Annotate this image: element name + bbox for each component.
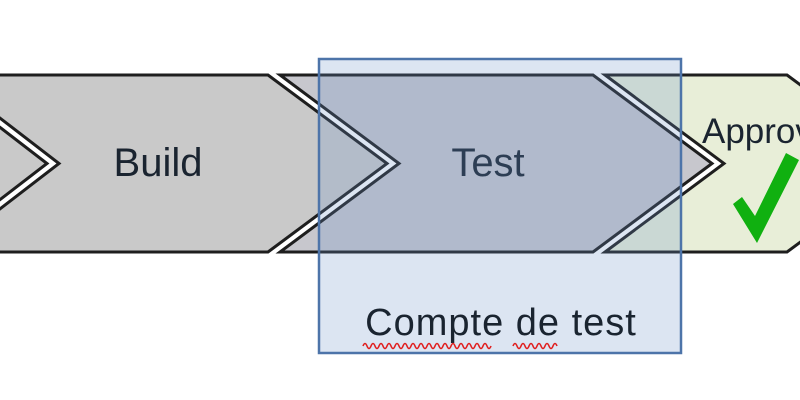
approve-stage-label: Approve bbox=[702, 112, 800, 151]
build-stage-label: Build bbox=[114, 141, 203, 185]
spellcheck-underline-de bbox=[512, 342, 558, 350]
test-stage-label: Test bbox=[451, 141, 524, 185]
build-stage-chevron[interactable] bbox=[0, 73, 390, 254]
annotation-label: Compte de test bbox=[365, 302, 637, 344]
checkmark-icon bbox=[733, 153, 799, 243]
approve-stage-chevron[interactable] bbox=[600, 73, 800, 254]
test-stage-chevron[interactable] bbox=[275, 73, 715, 254]
annotation-overlay-box[interactable] bbox=[317, 57, 683, 355]
previous-stage-chevron[interactable] bbox=[0, 75, 50, 252]
spellcheck-underline-compte bbox=[362, 342, 492, 350]
